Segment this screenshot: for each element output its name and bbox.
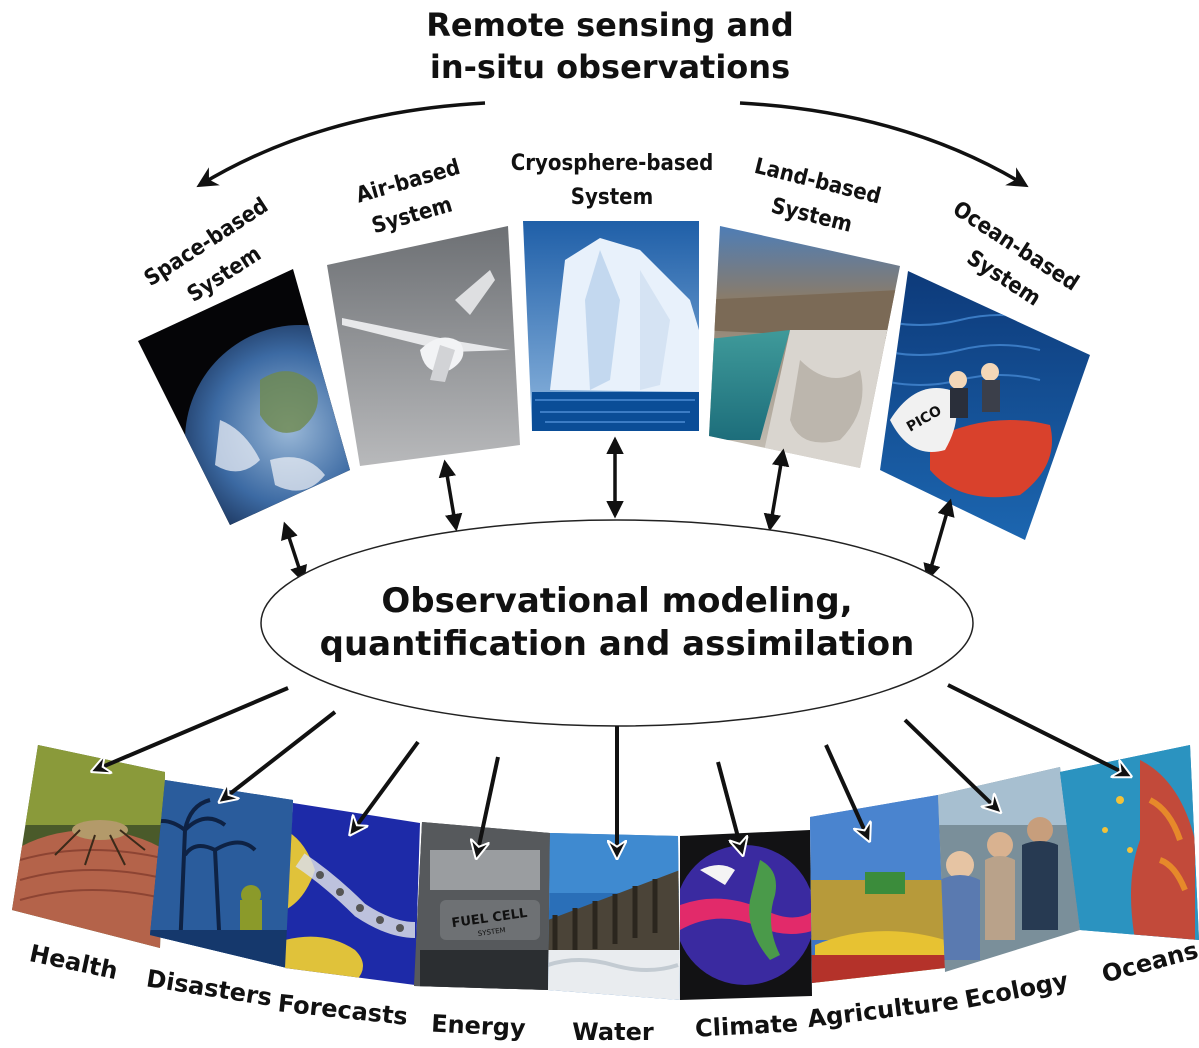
iceberg-picture bbox=[523, 221, 699, 431]
central-modeling-ellipse: Observational modeling, quantification a… bbox=[260, 519, 974, 727]
system-label-land: Land-based System bbox=[752, 154, 884, 238]
center-text-line-2: quantification and assimilation bbox=[320, 624, 915, 664]
coral-reef-picture bbox=[1060, 745, 1199, 940]
globe-sea-temperature-picture bbox=[680, 830, 812, 1000]
domain-label-oceans: Oceans bbox=[1099, 936, 1199, 989]
aircraft-drone-picture bbox=[327, 226, 520, 466]
system-connector-arrows bbox=[281, 436, 955, 584]
reservoir-canyon-picture bbox=[709, 226, 900, 468]
domain-label-health: Health bbox=[27, 939, 120, 985]
system-label-air: Air-based System bbox=[353, 155, 463, 239]
title-arrow-right bbox=[739, 101, 1029, 188]
fuel-cell-subtext: SYSTEM bbox=[477, 926, 506, 938]
ocean-buoy-boat-picture: PICO bbox=[880, 271, 1090, 540]
domain-connector-arrows bbox=[95, 683, 1128, 855]
domain-label-water: Water bbox=[572, 1018, 654, 1046]
domain-label-disasters: Disasters bbox=[144, 964, 274, 1011]
domain-label-ecology: Ecology bbox=[962, 966, 1070, 1014]
title-line-1: Remote sensing and bbox=[426, 6, 793, 44]
svg-text:Land-based: Land-based bbox=[752, 154, 884, 210]
dam-picture bbox=[548, 833, 680, 1000]
svg-text:Cryosphere-based: Cryosphere-based bbox=[511, 151, 714, 176]
hurricane-track-map-picture bbox=[285, 803, 420, 985]
title-arrow-left bbox=[196, 101, 486, 188]
system-label-ocean: Ocean-based System bbox=[948, 197, 1083, 312]
domain-label-agriculture: Agriculture bbox=[806, 987, 960, 1033]
center-text-line-1: Observational modeling, bbox=[381, 581, 852, 621]
diagram-title: Remote sensing and in-situ observations bbox=[426, 6, 793, 86]
domain-label-energy: Energy bbox=[431, 1010, 527, 1043]
domain-label-climate: Climate bbox=[694, 1009, 798, 1042]
earth-from-space-picture bbox=[138, 269, 350, 525]
hurricane-storm-picture bbox=[150, 780, 293, 968]
system-label-cryosphere: Cryosphere-based System bbox=[511, 151, 714, 210]
fuel-cell-engine-picture: FUEL CELL SYSTEM bbox=[414, 822, 550, 990]
domain-label-forecasts: Forecasts bbox=[276, 989, 409, 1030]
field-researchers-picture bbox=[938, 767, 1080, 972]
harvest-field-picture bbox=[810, 795, 945, 983]
title-line-2: in-situ observations bbox=[430, 48, 790, 86]
svg-text:System: System bbox=[571, 185, 653, 210]
